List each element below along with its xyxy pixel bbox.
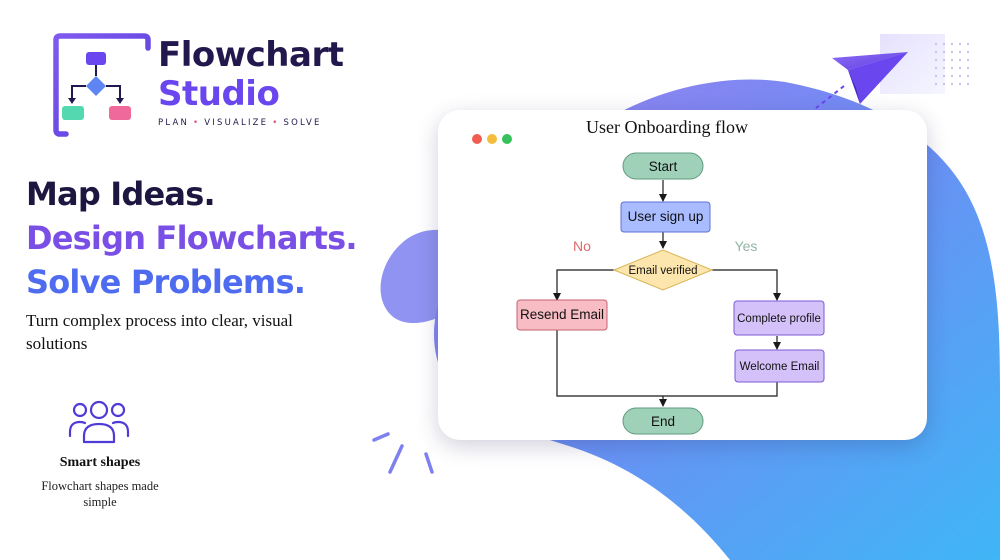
tagline-solve: SOLVE (283, 118, 322, 128)
node-start-label: Start (649, 159, 678, 174)
paper-plane-icon (815, 42, 970, 109)
hero-line-design-flowcharts: Design Flowcharts. (26, 219, 358, 257)
tagline-separator: • (193, 118, 201, 128)
window-close-dot[interactable] (472, 134, 482, 144)
feature-title: Smart shapes (59, 455, 141, 470)
edge-resend-end (556, 330, 663, 397)
window-minimize-dot[interactable] (487, 134, 497, 144)
node-complete-profile-label: Complete profile (737, 313, 821, 325)
edge-decision-profile (712, 269, 781, 301)
brand-logo[interactable]: Flowchart Studio PLAN•VISUALIZE•SOLVE (52, 32, 352, 142)
window-maximize-dot[interactable] (502, 134, 512, 144)
brand-tagline: PLAN•VISUALIZE•SOLVE (158, 118, 322, 128)
edge-decision-resend (553, 269, 614, 301)
brand-name: Flowchart Studio (158, 35, 344, 114)
node-resend-email[interactable]: Resend Email (516, 299, 608, 331)
tagline-visualize: VISUALIZE (204, 118, 269, 128)
users-icon (68, 400, 130, 444)
node-welcome-email[interactable]: Welcome Email (734, 349, 825, 383)
node-end-label: End (651, 414, 675, 429)
feature-description: Flowchart shapes made simple (41, 479, 159, 509)
node-start[interactable]: Start (622, 152, 704, 180)
brand-name-line2: Studio (158, 74, 280, 114)
hero-subtitle: Turn complex process into clear, visual … (26, 311, 293, 353)
flowchart-logo-icon (53, 33, 151, 137)
node-user-sign-up-label: User sign up (628, 209, 704, 224)
node-user-sign-up[interactable]: User sign up (620, 201, 711, 233)
sparkle-lines (372, 432, 434, 474)
tagline-separator: • (272, 118, 280, 128)
tagline-plan: PLAN (158, 118, 190, 128)
hero-headline: Map Ideas. Design Flowcharts. Solve Prob… (26, 172, 358, 304)
edge-welcome-end (663, 382, 778, 397)
node-resend-email-label: Resend Email (520, 307, 604, 322)
node-complete-profile[interactable]: Complete profile (733, 300, 825, 336)
node-email-verified[interactable]: Email verified (612, 249, 714, 291)
hero-line-solve-problems: Solve Problems. (26, 263, 306, 301)
node-email-verified-label: Email verified (628, 265, 697, 277)
flowchart-canvas: Start User sign up Email verified No Yes… (516, 152, 825, 435)
flowchart-window: User Onboarding flow Start User sign u (438, 110, 927, 440)
branch-label-no: No (573, 238, 591, 254)
brand-name-line1: Flowchart (158, 35, 344, 75)
branch-label-yes: Yes (735, 238, 758, 254)
window-title: User Onboarding flow (586, 117, 748, 137)
hero-line-map-ideas: Map Ideas. (26, 175, 216, 213)
node-welcome-email-label: Welcome Email (740, 361, 820, 373)
node-end[interactable]: End (622, 407, 704, 435)
